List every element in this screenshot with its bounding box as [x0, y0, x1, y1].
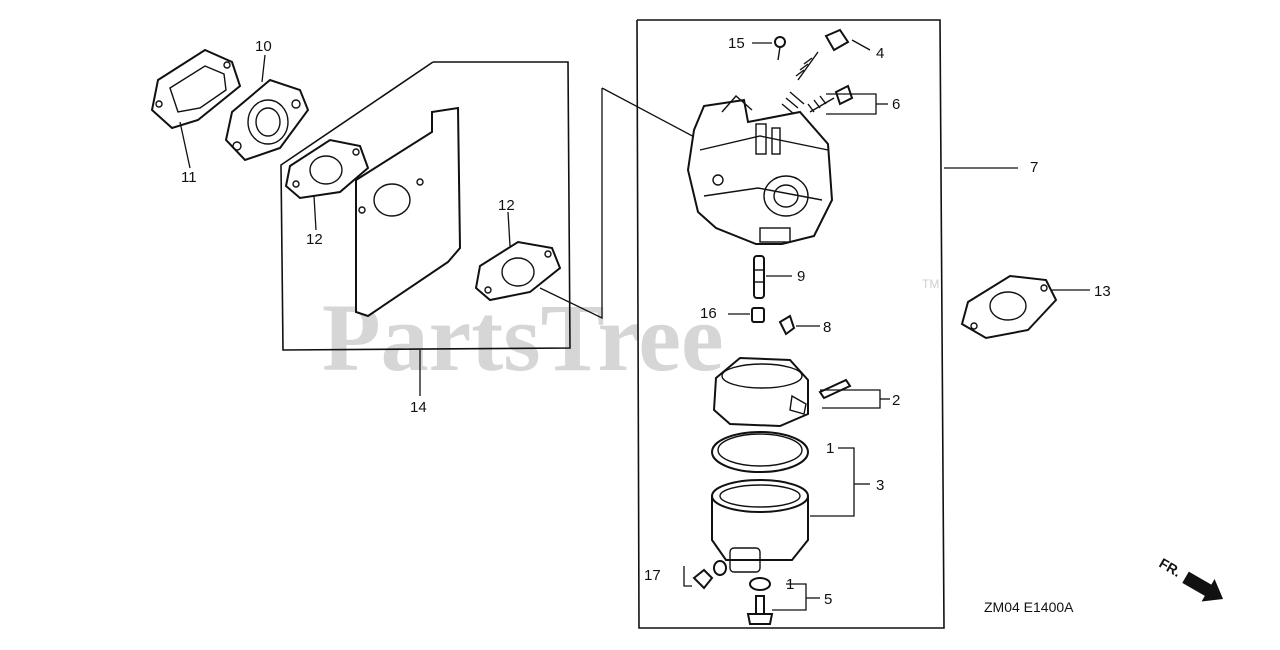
callout-13: 13 — [1094, 283, 1111, 300]
part-11-gasket — [150, 48, 242, 130]
carburetor-body — [686, 95, 834, 245]
callout-12-right: 12 — [498, 197, 515, 214]
part-1-ring — [711, 431, 809, 473]
callout-1-washer: 1 — [786, 576, 794, 593]
callout-3: 3 — [876, 477, 884, 494]
callout-7: 7 — [1030, 159, 1038, 176]
watermark-trademark: TM — [922, 277, 939, 291]
callout-4: 4 — [876, 45, 884, 62]
connector-line-2 — [601, 87, 701, 141]
part-6-screw — [781, 84, 854, 115]
callout-5: 5 — [824, 591, 832, 608]
callout-17: 17 — [644, 567, 661, 584]
part-4-screw — [795, 28, 850, 81]
watermark: PartsTree TM — [322, 277, 939, 391]
callout-2: 2 — [892, 392, 900, 409]
front-direction-marker: FR. — [1157, 555, 1224, 602]
part-10-insulator — [224, 78, 310, 162]
group-7-frame — [636, 19, 945, 629]
callout-9: 9 — [797, 268, 805, 285]
part-2-pin — [818, 378, 852, 400]
group-14-frame — [280, 61, 571, 351]
callout-6: 6 — [892, 96, 900, 113]
callout-11: 11 — [181, 169, 197, 186]
part-5-bolt — [746, 595, 774, 625]
part-17-screw — [692, 560, 727, 590]
float-bowl — [711, 479, 809, 573]
front-label: FR. — [1157, 555, 1185, 580]
callout-1-ring: 1 — [826, 440, 834, 457]
part-13-gasket — [960, 274, 1058, 340]
diagram-code: ZM04 E1400A — [984, 599, 1074, 615]
leader-lines — [179, 39, 1090, 611]
front-arrow-icon — [1182, 571, 1224, 602]
callout-labels: 10 11 12 12 13 14 15 4 6 7 9 16 8 2 1 3 … — [181, 35, 1111, 608]
part-15-screw — [774, 36, 786, 61]
part-1-washer — [749, 577, 771, 591]
callout-14: 14 — [410, 399, 427, 416]
part-14-plate — [355, 106, 462, 318]
part-9-nozzle — [753, 255, 765, 299]
connector-line — [539, 88, 603, 320]
part-16-jet — [751, 307, 765, 323]
callout-12-left: 12 — [306, 231, 323, 248]
callout-10: 10 — [255, 38, 272, 55]
callout-8: 8 — [823, 319, 831, 336]
callout-16: 16 — [700, 305, 717, 322]
part-8-needle — [778, 314, 796, 336]
part-12-gasket-right — [474, 240, 562, 302]
part-12-gasket-left — [284, 138, 370, 200]
float — [712, 356, 809, 428]
callout-15: 15 — [728, 35, 745, 52]
